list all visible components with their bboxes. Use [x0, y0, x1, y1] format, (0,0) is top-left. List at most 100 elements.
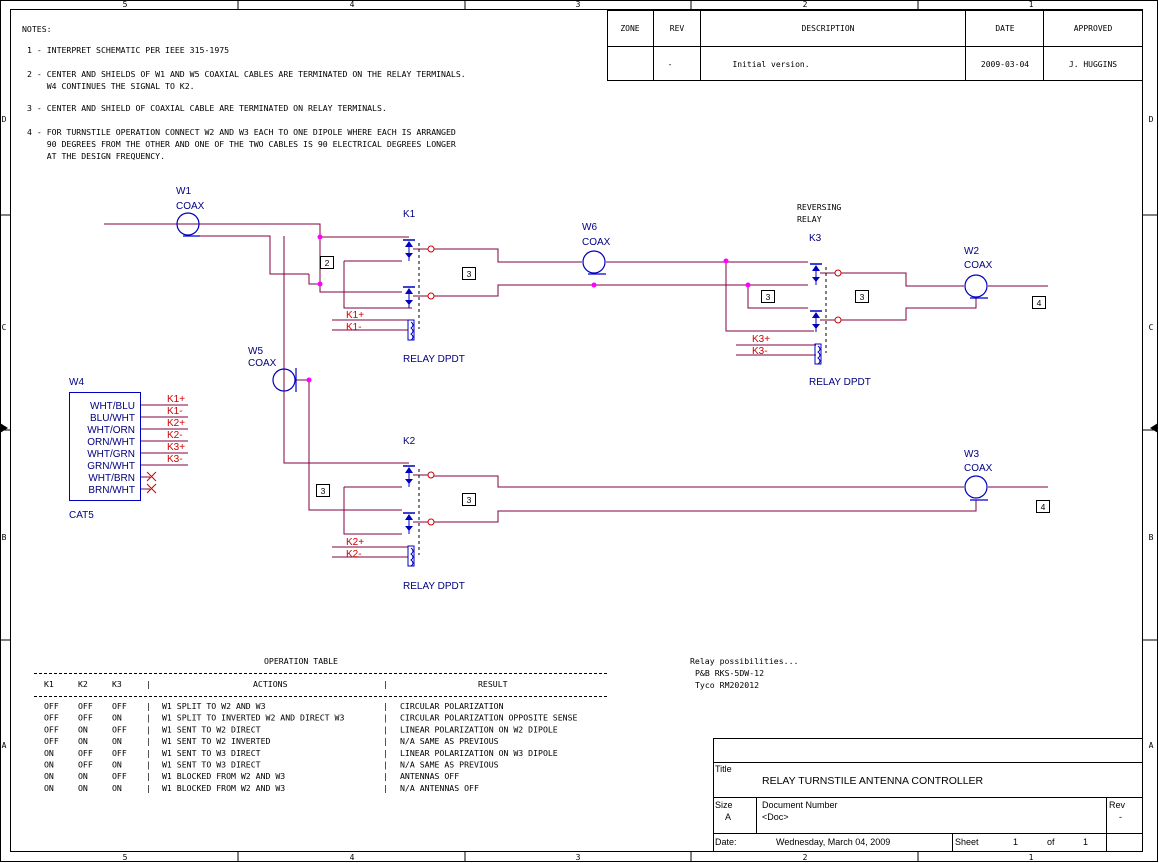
op-cell-sep: |: [383, 760, 388, 770]
zone-right-b: B: [1149, 533, 1154, 542]
note-1-line-1: 1 - INTERPRET SCHEMATIC PER IEEE 315-197…: [27, 45, 229, 55]
k1-coil-minus-net: K1-: [346, 322, 362, 333]
k3-note-line-2: RELAY: [797, 214, 822, 224]
op-cell-sep: |: [383, 713, 388, 723]
op-cell-k3: OFF: [112, 771, 127, 781]
rev-label: Rev: [1109, 800, 1126, 810]
op-cell-action: W1 BLOCKED FROM W2 AND W3: [162, 771, 285, 781]
w2-type: COAX: [964, 260, 993, 271]
junction-dot: [723, 258, 729, 264]
contact-arrow: [405, 288, 413, 294]
k3-relay-symbol: [810, 263, 842, 365]
w1-coax-symbol: [176, 212, 200, 237]
w4-caption: CAT5: [69, 510, 94, 521]
zone-top-5: 5: [123, 0, 128, 9]
op-cell-k2: OFF: [78, 701, 93, 711]
op-cell-sep: |: [146, 748, 151, 758]
w4-pin-7: WHT/BRN: [88, 473, 135, 484]
k2-coil-minus-net: K2-: [346, 549, 362, 560]
op-cell-k2: OFF: [78, 760, 93, 770]
op-cell-sep: |: [146, 713, 151, 723]
note-flags: [316, 256, 1050, 513]
zone-bottom-4: 4: [350, 853, 355, 862]
op-cell-sep: |: [146, 783, 151, 793]
op-cell-k1: OFF: [44, 736, 59, 746]
rev-row-approved: J. HUGGINS: [1069, 60, 1117, 69]
contact-terminal: [834, 316, 842, 324]
op-cell-k3: ON: [112, 713, 122, 723]
zone-bottom-5: 5: [123, 853, 128, 862]
rev-header-approved: APPROVED: [1074, 24, 1113, 33]
op-cell-result: N/A SAME AS PREVIOUS: [400, 760, 499, 770]
sheet-label: Sheet: [955, 837, 979, 847]
note-3-line-1: 3 - CENTER AND SHIELD OF COAXIAL CABLE A…: [27, 103, 387, 113]
revision-table: ZONE REV DESCRIPTION DATE APPROVED - Ini…: [607, 10, 1143, 81]
note-flag-k2-out: 3: [467, 495, 472, 505]
date-label: Date:: [715, 837, 737, 847]
contact-arrow: [405, 241, 413, 247]
wiring: [104, 223, 1048, 558]
op-cell-sep: |: [146, 760, 151, 770]
coil-winding: [817, 345, 821, 365]
w2-coax-symbol: [964, 274, 988, 299]
w4-net-k1-minus: K1-: [167, 406, 183, 417]
relay-option-2: Tyco RM202012: [695, 680, 759, 690]
relay-options: Relay possibilities... P&B RKS-5DW-12 Ty…: [690, 656, 798, 690]
op-cell-k3: OFF: [112, 748, 127, 758]
op-cell-sep: |: [383, 771, 388, 781]
note-2-line-1: 2 - CENTER AND SHIELDS OF W1 AND W5 COAX…: [27, 69, 466, 79]
op-cell-action: W1 SPLIT TO INVERTED W2 AND DIRECT W3: [162, 713, 344, 723]
rev-value: -: [1119, 812, 1122, 822]
w4-pin-3: WHT/ORN: [87, 425, 135, 436]
junction-dot: [745, 282, 751, 288]
rev-row-rev: -: [668, 60, 673, 69]
zone-bottom-3: 3: [576, 853, 581, 862]
zone-top-3: 3: [576, 0, 581, 9]
k3-coil-plus-net: K3+: [752, 334, 770, 345]
w4-connector: [69, 392, 157, 501]
k2-caption: RELAY DPDT: [403, 581, 465, 592]
of-label: of: [1047, 837, 1055, 847]
w4-net-k2-plus: K2+: [167, 418, 185, 429]
op-cell-sep: |: [383, 783, 388, 793]
op-cell-k2: ON: [78, 736, 88, 746]
relay-symbols: [403, 239, 842, 567]
op-cell-k2: ON: [78, 724, 88, 734]
w3-coax-symbol: [964, 475, 988, 501]
op-cell-k1: ON: [44, 771, 54, 781]
op-cell-k1: ON: [44, 760, 54, 770]
w4-pin-2: BLU/WHT: [90, 413, 135, 424]
w4-pin-4: ORN/WHT: [87, 437, 135, 448]
op-cell-result: ANTENNAS OFF: [400, 771, 459, 781]
rev-header-rev: REV: [670, 24, 685, 33]
rev-row-date: 2009-03-04: [981, 60, 1029, 69]
note-flag-w3: 4: [1041, 502, 1046, 512]
op-cell-result: CIRCULAR POLARIZATION: [400, 701, 504, 711]
w4-net-k3-plus: K3+: [167, 442, 185, 453]
op-cell-action: W1 SENT TO W2 INVERTED: [162, 736, 271, 746]
note-4-line-2: 90 DEGREES FROM THE OTHER AND ONE OF THE…: [27, 139, 456, 149]
op-cell-sep: |: [146, 701, 151, 711]
contact-terminal: [427, 292, 435, 300]
zone-top-2: 2: [803, 0, 808, 9]
w5-coax-symbol: [272, 368, 297, 392]
contact-arrow: [405, 467, 413, 473]
operation-table: OPERATION TABLE K1 K2 K3 | ACTIONS | RES…: [34, 656, 607, 793]
op-table-title: OPERATION TABLE: [264, 656, 338, 666]
op-cell-action: W1 SENT TO W3 DIRECT: [162, 760, 261, 770]
op-cell-result: N/A SAME AS PREVIOUS: [400, 736, 499, 746]
zone-left-c: C: [2, 323, 7, 332]
zone-bottom-2: 2: [803, 853, 808, 862]
op-cell-sep: |: [383, 724, 388, 734]
zone-right-c: C: [1149, 323, 1154, 332]
op-header-actions: ACTIONS: [253, 679, 288, 689]
docnum-value: <Doc>: [762, 812, 789, 822]
rev-header-description: DESCRIPTION: [802, 24, 855, 33]
k1-relay-symbol: [403, 239, 435, 341]
date-value: Wednesday, March 04, 2009: [776, 837, 890, 847]
